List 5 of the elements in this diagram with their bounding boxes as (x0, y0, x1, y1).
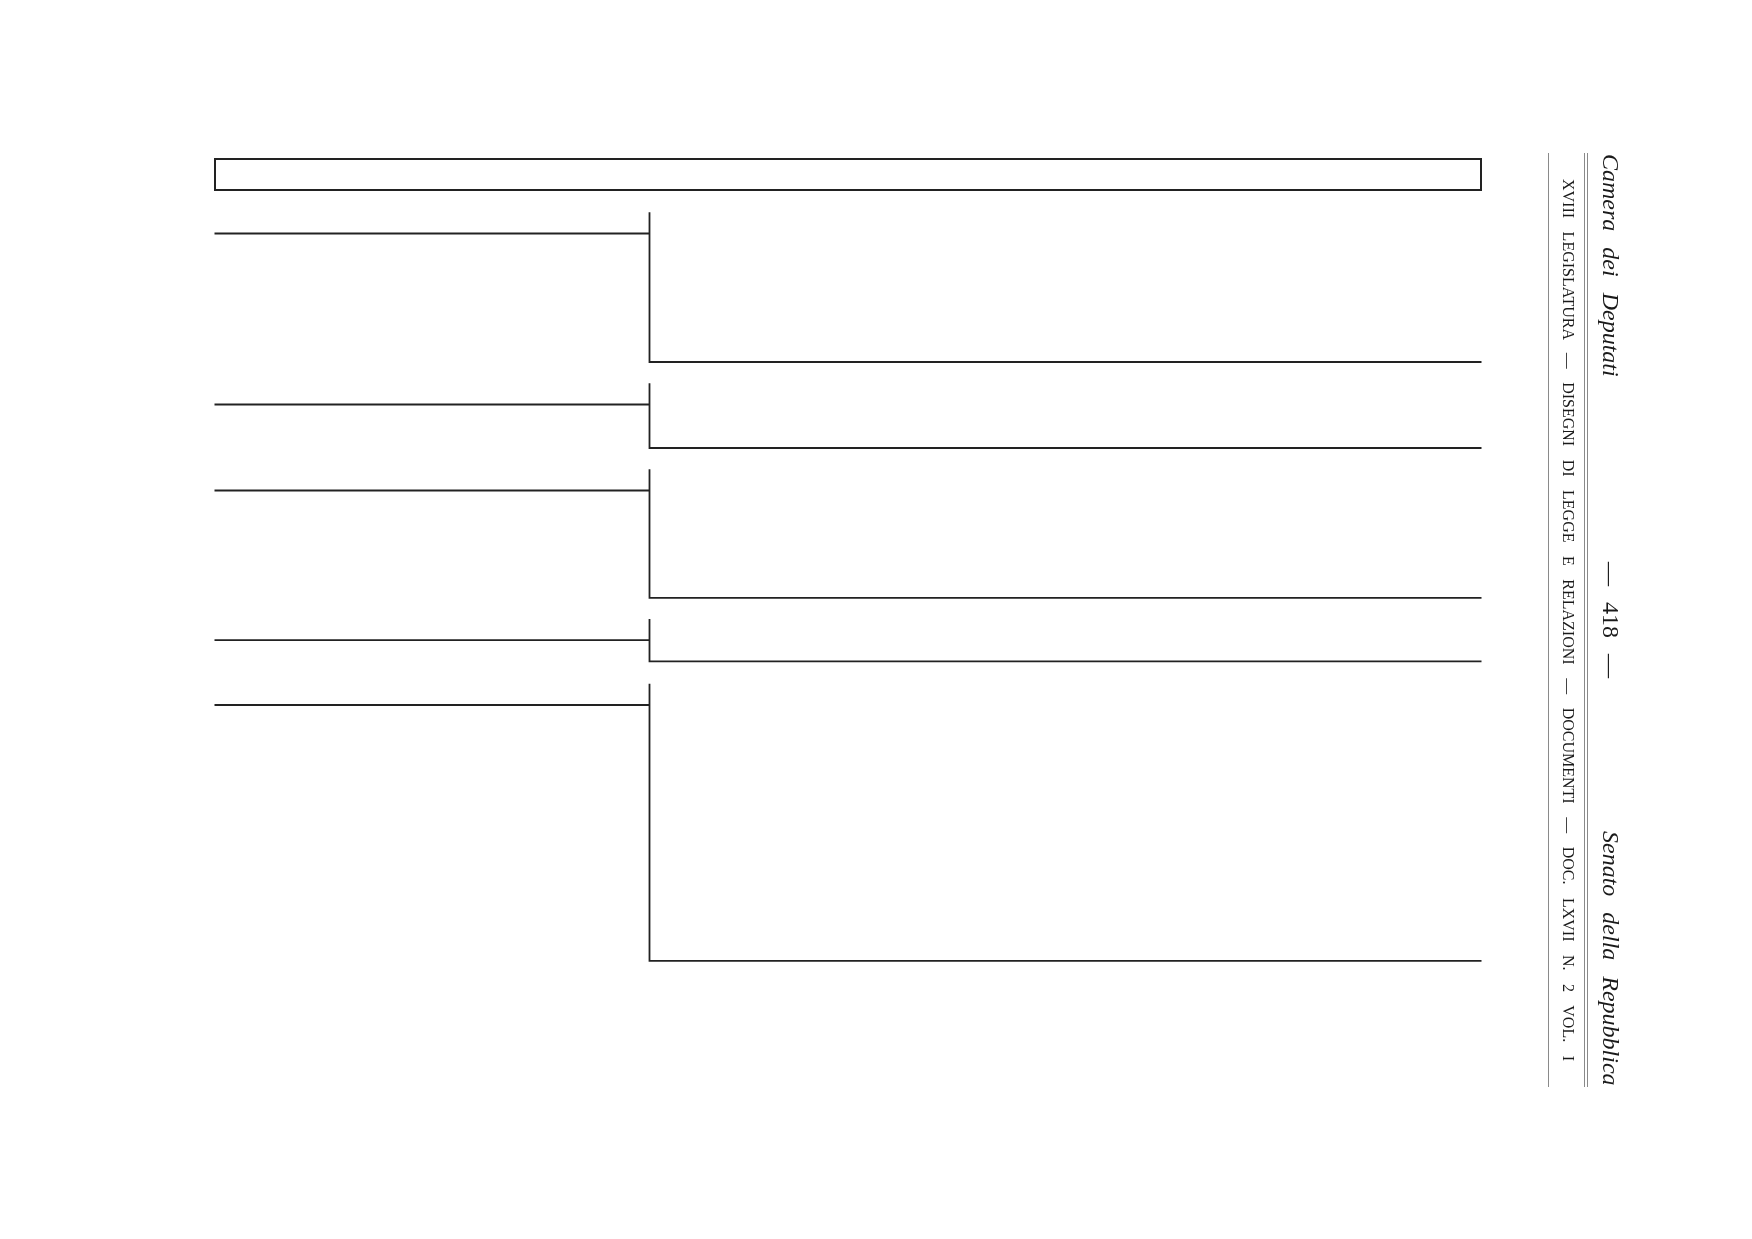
running-header: Camera dei Deputati (1599, 154, 1623, 377)
page-number: — 418 — (1599, 562, 1623, 678)
empty-header-box (214, 158, 1482, 191)
running-header: Senato della Repubblica (1599, 831, 1623, 1086)
document-reference: XVIII LEGISLATURA — DISEGNI DI LEGGE E RELAZIONI — DOCUMENTI — DOC. LXVII N. 2 VOL. I (1559, 179, 1576, 1061)
